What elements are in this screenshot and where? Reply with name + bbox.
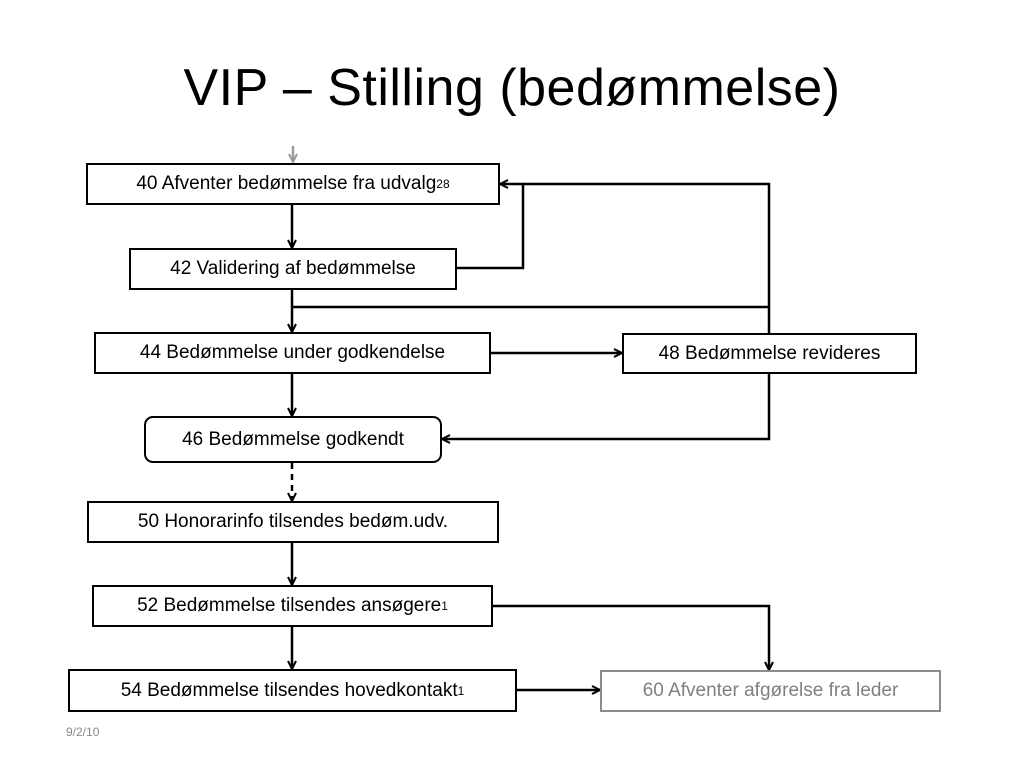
state-44-label: 44 Bedømmelse under godkendelse: [139, 342, 446, 363]
state-60-box[interactable]: 60 Afventer afgørelse fra leder: [600, 670, 941, 712]
slide-date: 9/2/10: [66, 725, 100, 739]
state-60-label: 60 Afventer afgørelse fra leder: [642, 680, 899, 701]
state-50-box[interactable]: 50 Honorarinfo tilsendes bedøm.udv.: [87, 501, 499, 543]
slide-title: VIP – Stilling (bedømmelse): [183, 59, 841, 117]
arrow-48-to-46: [442, 374, 771, 439]
state-46-label: 46 Bedømmelse godkendt: [182, 428, 404, 450]
state-40-label: 40 Afventer bedømmelse fra udvalg: [136, 173, 437, 194]
state-44-box[interactable]: 44 Bedømmelse under godkendelse: [94, 332, 491, 374]
state-46-box[interactable]: 46 Bedømmelse godkendt: [144, 416, 442, 463]
arrow-48-to-40: [523, 182, 771, 333]
state-50-label: 50 Honorarinfo tilsendes bedøm.udv.: [137, 511, 449, 532]
state-52-label: 52 Bedømmelse tilsendes ansøgere: [137, 595, 442, 616]
state-42-label: 42 Validering af bedømmelse: [170, 258, 416, 279]
arrow-52-to-60: [493, 604, 769, 670]
state-54-label: 54 Bedømmelse tilsendes hovedkontakt: [120, 679, 458, 701]
state-48-box[interactable]: 48 Bedømmelse revideres: [622, 333, 917, 374]
state-42-box[interactable]: 42 Validering af bedømmelse: [129, 248, 457, 290]
arrow-42-to-40: [457, 184, 525, 270]
state-48-label: 48 Bedømmelse revideres: [658, 342, 881, 364]
